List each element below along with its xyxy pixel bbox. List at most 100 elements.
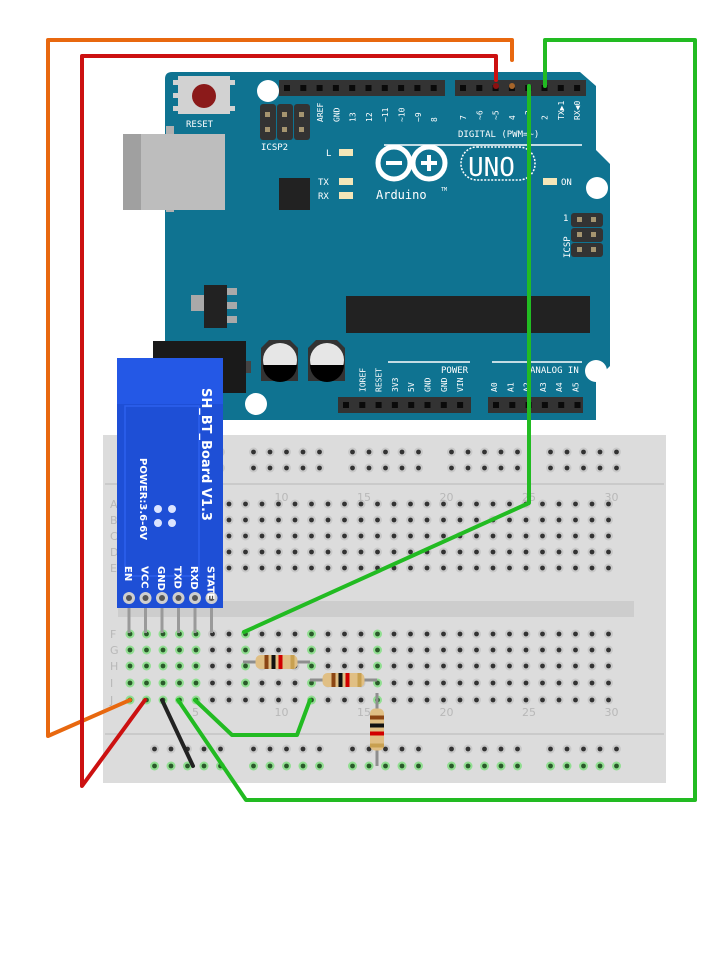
green-wire-rxd[interactable] [193, 698, 312, 737]
breadboard-hole[interactable] [581, 763, 586, 769]
breadboard-hole[interactable] [391, 680, 397, 686]
breadboard-hole[interactable] [523, 647, 529, 653]
breadboard-hole[interactable] [416, 465, 421, 471]
breadboard-hole[interactable] [540, 680, 545, 686]
breadboard-hole[interactable] [482, 449, 487, 455]
breadboard-hole[interactable] [391, 647, 397, 653]
breadboard-hole[interactable] [201, 763, 207, 769]
breadboard-hole[interactable] [573, 501, 578, 507]
breadboard-hole[interactable] [292, 631, 298, 637]
breadboard-hole[interactable] [490, 501, 496, 507]
breadboard-hole[interactable] [350, 449, 355, 455]
breadboard-hole[interactable] [416, 763, 421, 769]
breadboard-hole[interactable] [177, 663, 182, 669]
breadboard-hole[interactable] [292, 533, 298, 539]
breadboard-hole[interactable] [284, 763, 289, 769]
breadboard-hole[interactable] [490, 697, 496, 703]
breadboard-hole[interactable] [507, 697, 512, 703]
breadboard-hole[interactable] [276, 565, 281, 571]
breadboard-hole[interactable] [383, 746, 388, 752]
header-socket[interactable] [332, 85, 339, 91]
breadboard-hole[interactable] [573, 549, 578, 555]
breadboard-hole[interactable] [185, 763, 190, 769]
breadboard-hole[interactable] [490, 680, 496, 686]
breadboard-hole[interactable] [350, 763, 355, 769]
breadboard-hole[interactable] [391, 663, 397, 669]
breadboard-hole[interactable] [226, 501, 232, 507]
breadboard-hole[interactable] [556, 631, 562, 637]
breadboard-hole[interactable] [581, 449, 586, 455]
breadboard-hole[interactable] [490, 663, 496, 669]
breadboard-hole[interactable] [276, 647, 281, 653]
breadboard-hole[interactable] [160, 680, 166, 686]
breadboard-hole[interactable] [441, 663, 446, 669]
breadboard-hole[interactable] [614, 449, 619, 455]
breadboard-hole[interactable] [548, 763, 553, 769]
breadboard-hole[interactable] [251, 465, 256, 471]
breadboard-hole[interactable] [540, 533, 545, 539]
breadboard-hole[interactable] [366, 449, 372, 455]
breadboard-hole[interactable] [449, 746, 454, 752]
breadboard-hole[interactable] [243, 565, 248, 571]
breadboard-hole[interactable] [292, 549, 298, 555]
breadboard-hole[interactable] [342, 565, 347, 571]
breadboard-hole[interactable] [399, 763, 405, 769]
breadboard-hole[interactable] [399, 449, 405, 455]
breadboard-hole[interactable] [424, 680, 430, 686]
breadboard-hole[interactable] [127, 647, 133, 653]
header-socket[interactable] [391, 402, 398, 408]
breadboard-hole[interactable] [474, 533, 479, 539]
breadboard-hole[interactable] [292, 517, 298, 523]
header-socket[interactable] [493, 402, 499, 408]
breadboard-hole[interactable] [441, 517, 446, 523]
breadboard-hole[interactable] [589, 565, 595, 571]
breadboard-hole[interactable] [218, 746, 223, 752]
breadboard-hole[interactable] [474, 517, 479, 523]
breadboard-hole[interactable] [564, 449, 570, 455]
resistor-r2[interactable] [310, 673, 377, 687]
breadboard-hole[interactable] [342, 697, 347, 703]
breadboard-hole[interactable] [457, 565, 463, 571]
breadboard-hole[interactable] [358, 549, 364, 555]
breadboard-hole[interactable] [358, 517, 364, 523]
breadboard-hole[interactable] [589, 501, 595, 507]
breadboard-hole[interactable] [276, 680, 281, 686]
breadboard-hole[interactable] [474, 631, 479, 637]
header-socket[interactable] [440, 402, 447, 408]
breadboard-hole[interactable] [548, 746, 553, 752]
breadboard-hole[interactable] [259, 647, 265, 653]
breadboard-hole[interactable] [523, 663, 529, 669]
breadboard-hole[interactable] [408, 549, 413, 555]
reset-button[interactable] [173, 76, 235, 114]
breadboard-hole[interactable] [408, 533, 413, 539]
breadboard-hole[interactable] [309, 533, 314, 539]
breadboard-hole[interactable] [540, 565, 545, 571]
breadboard-hole[interactable] [457, 680, 463, 686]
breadboard-hole[interactable] [267, 449, 273, 455]
breadboard-hole[interactable] [507, 565, 512, 571]
breadboard-hole[interactable] [267, 746, 273, 752]
breadboard-hole[interactable] [300, 465, 306, 471]
breadboard-hole[interactable] [457, 697, 463, 703]
header-socket[interactable] [398, 85, 405, 91]
breadboard-hole[interactable] [606, 680, 611, 686]
breadboard-hole[interactable] [523, 631, 529, 637]
breadboard-hole[interactable] [309, 680, 314, 686]
breadboard-hole[interactable] [589, 647, 595, 653]
breadboard-hole[interactable] [383, 763, 388, 769]
breadboard-hole[interactable] [276, 549, 281, 555]
breadboard-hole[interactable] [226, 663, 232, 669]
breadboard-hole[interactable] [144, 647, 149, 653]
breadboard-hole[interactable] [292, 697, 298, 703]
breadboard-hole[interactable] [564, 763, 570, 769]
breadboard-hole[interactable] [424, 517, 430, 523]
breadboard-hole[interactable] [309, 549, 314, 555]
breadboard-hole[interactable] [342, 533, 347, 539]
breadboard-hole[interactable] [251, 449, 256, 455]
breadboard-hole[interactable] [259, 501, 265, 507]
breadboard-hole[interactable] [556, 501, 562, 507]
breadboard-hole[interactable] [441, 631, 446, 637]
breadboard-hole[interactable] [259, 533, 265, 539]
breadboard-hole[interactable] [375, 549, 380, 555]
breadboard-hole[interactable] [342, 517, 347, 523]
